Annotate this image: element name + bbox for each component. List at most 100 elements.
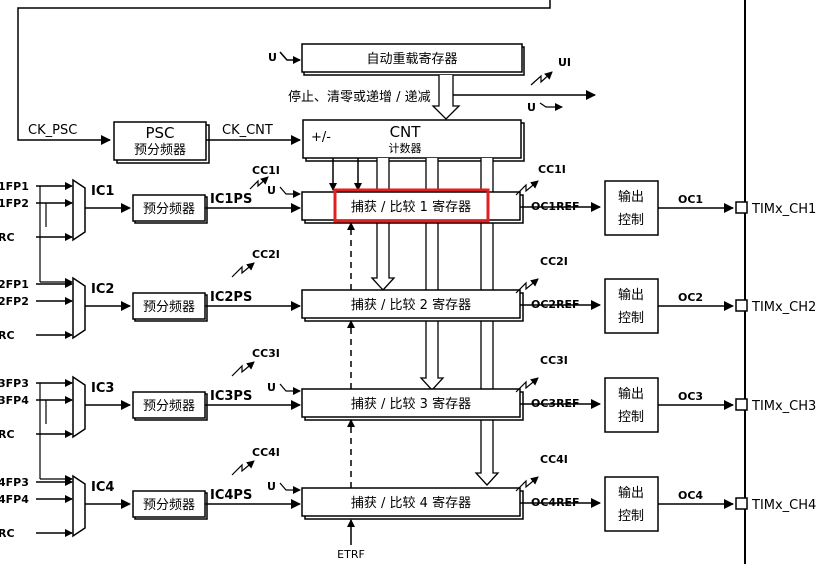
output-label-1: 输出 <box>618 189 644 205</box>
update-label-top: U <box>268 51 277 64</box>
ck-cnt-label: CK_CNT <box>222 123 273 138</box>
register-label: 捕获 / 比较 1 寄存器 <box>351 199 471 215</box>
pin-label: TIMx_CH2 <box>751 300 816 315</box>
cc-left-signal-icon <box>231 361 255 377</box>
ic-label: IC4 <box>91 480 114 495</box>
output-label-1: 输出 <box>618 287 644 303</box>
input-in3: RC <box>0 231 15 244</box>
input-mux <box>72 276 86 340</box>
cc-left-label: CC1I <box>252 164 280 177</box>
prescaler-label: 预分频器 <box>143 300 195 315</box>
pin-square[interactable] <box>735 299 748 312</box>
output-label-2: 控制 <box>618 213 644 228</box>
icps-label: IC4PS <box>210 488 252 503</box>
ocref-label: OC3REF <box>531 397 580 410</box>
auto-reload-register: 自动重载寄存器 <box>301 43 525 76</box>
input-mux <box>72 375 86 439</box>
prescaler-label: 预分频器 <box>143 498 195 513</box>
input-in2: 2FP2 <box>0 295 29 308</box>
register-label: 捕获 / 比较 4 寄存器 <box>351 495 471 511</box>
icps-label: IC2PS <box>210 290 252 305</box>
channel-3 <box>36 361 748 488</box>
cc-right-label: CC1I <box>538 163 566 176</box>
cnt-subtitle: 计数器 <box>389 142 422 155</box>
highlight-box <box>333 188 490 223</box>
pin-square[interactable] <box>735 497 748 510</box>
cnt-title: CNT <box>390 123 422 141</box>
ui-signal-icon <box>530 71 553 86</box>
capture-compare-register <box>301 487 521 517</box>
output-label-2: 控制 <box>618 311 644 326</box>
pin-square[interactable] <box>735 201 748 214</box>
pin-label: TIMx_CH4 <box>751 498 816 513</box>
output-label-1: 输出 <box>618 485 644 501</box>
capture-compare-register <box>301 388 521 418</box>
auto-reload-label: 自动重载寄存器 <box>366 51 457 67</box>
pin-label: TIMx_CH3 <box>751 399 816 414</box>
cc-left-label: CC4I <box>252 446 280 459</box>
input-in3: RC <box>0 329 15 342</box>
output-label-2: 控制 <box>618 509 644 524</box>
pin-label: TIMx_CH1 <box>751 202 816 217</box>
capture-compare-register <box>301 289 521 319</box>
prescaler-box <box>132 391 206 419</box>
cc-left-label: CC3I <box>252 347 280 360</box>
icps-label: IC3PS <box>210 389 252 404</box>
cc-right-signal-icon <box>515 377 539 393</box>
input-mux <box>72 178 86 242</box>
input-in2: 1FP2 <box>0 197 29 210</box>
cc-left-label: CC2I <box>252 248 280 261</box>
input-in2: 4FP4 <box>0 493 29 506</box>
cnt-plus-minus: +/- <box>311 130 331 145</box>
register-label: 捕获 / 比较 3 寄存器 <box>351 396 471 412</box>
cc-right-signal-icon <box>515 278 539 294</box>
register-label: 捕获 / 比较 2 寄存器 <box>351 297 471 313</box>
input-in1: 1FP1 <box>0 180 29 193</box>
psc-block: PSC 预分频器 <box>113 121 210 164</box>
update-label: U <box>267 480 276 493</box>
u-label-right: U <box>527 101 536 114</box>
input-in1: 3FP3 <box>0 377 29 390</box>
input-in2: 3FP4 <box>0 394 29 407</box>
output-control-box <box>604 180 659 236</box>
update-arrow <box>279 482 301 494</box>
cc-right-label: CC4I <box>540 453 568 466</box>
output-control-box <box>604 278 659 334</box>
update-label: U <box>267 381 276 394</box>
input-in3: RC <box>0 428 15 441</box>
channel-4 <box>36 460 748 538</box>
channel-1 <box>36 176 748 290</box>
cc-left-signal-icon <box>249 176 269 190</box>
input-in3: RC <box>0 527 15 540</box>
cnt-bus-arrow <box>370 158 396 291</box>
u-arrow-right <box>539 102 563 111</box>
feedback-loop-line <box>17 0 551 145</box>
input-in1: 2FP1 <box>0 278 29 291</box>
ui-label: UI <box>558 56 571 69</box>
cc-left-signal-icon <box>231 262 255 278</box>
ck-psc-label: CK_PSC <box>28 123 77 138</box>
prescaler-label: 预分频器 <box>143 202 195 217</box>
update-arrow <box>279 186 301 198</box>
cc-right-signal-icon <box>515 180 539 196</box>
oc-label: OC4 <box>678 489 703 502</box>
oc-label: OC3 <box>678 390 703 403</box>
pin-square[interactable] <box>735 398 748 411</box>
ocref-label: OC4REF <box>531 496 580 509</box>
prescaler-label: 预分频器 <box>143 399 195 414</box>
psc-title: PSC <box>145 124 174 142</box>
ocref-label: OC1REF <box>531 200 580 213</box>
cc-left-signal-icon <box>231 460 255 476</box>
input-mux <box>72 474 86 538</box>
output-label-1: 输出 <box>618 386 644 402</box>
ic-label: IC1 <box>91 184 114 199</box>
input-in1: 4FP3 <box>0 476 29 489</box>
oc-label: OC2 <box>678 291 703 304</box>
etrf-label: ETRF <box>337 548 365 561</box>
psc-subtitle: 预分频器 <box>134 143 186 158</box>
capture-compare-register <box>301 191 521 221</box>
prescaler-box <box>132 194 206 222</box>
oc-label: OC1 <box>678 193 703 206</box>
